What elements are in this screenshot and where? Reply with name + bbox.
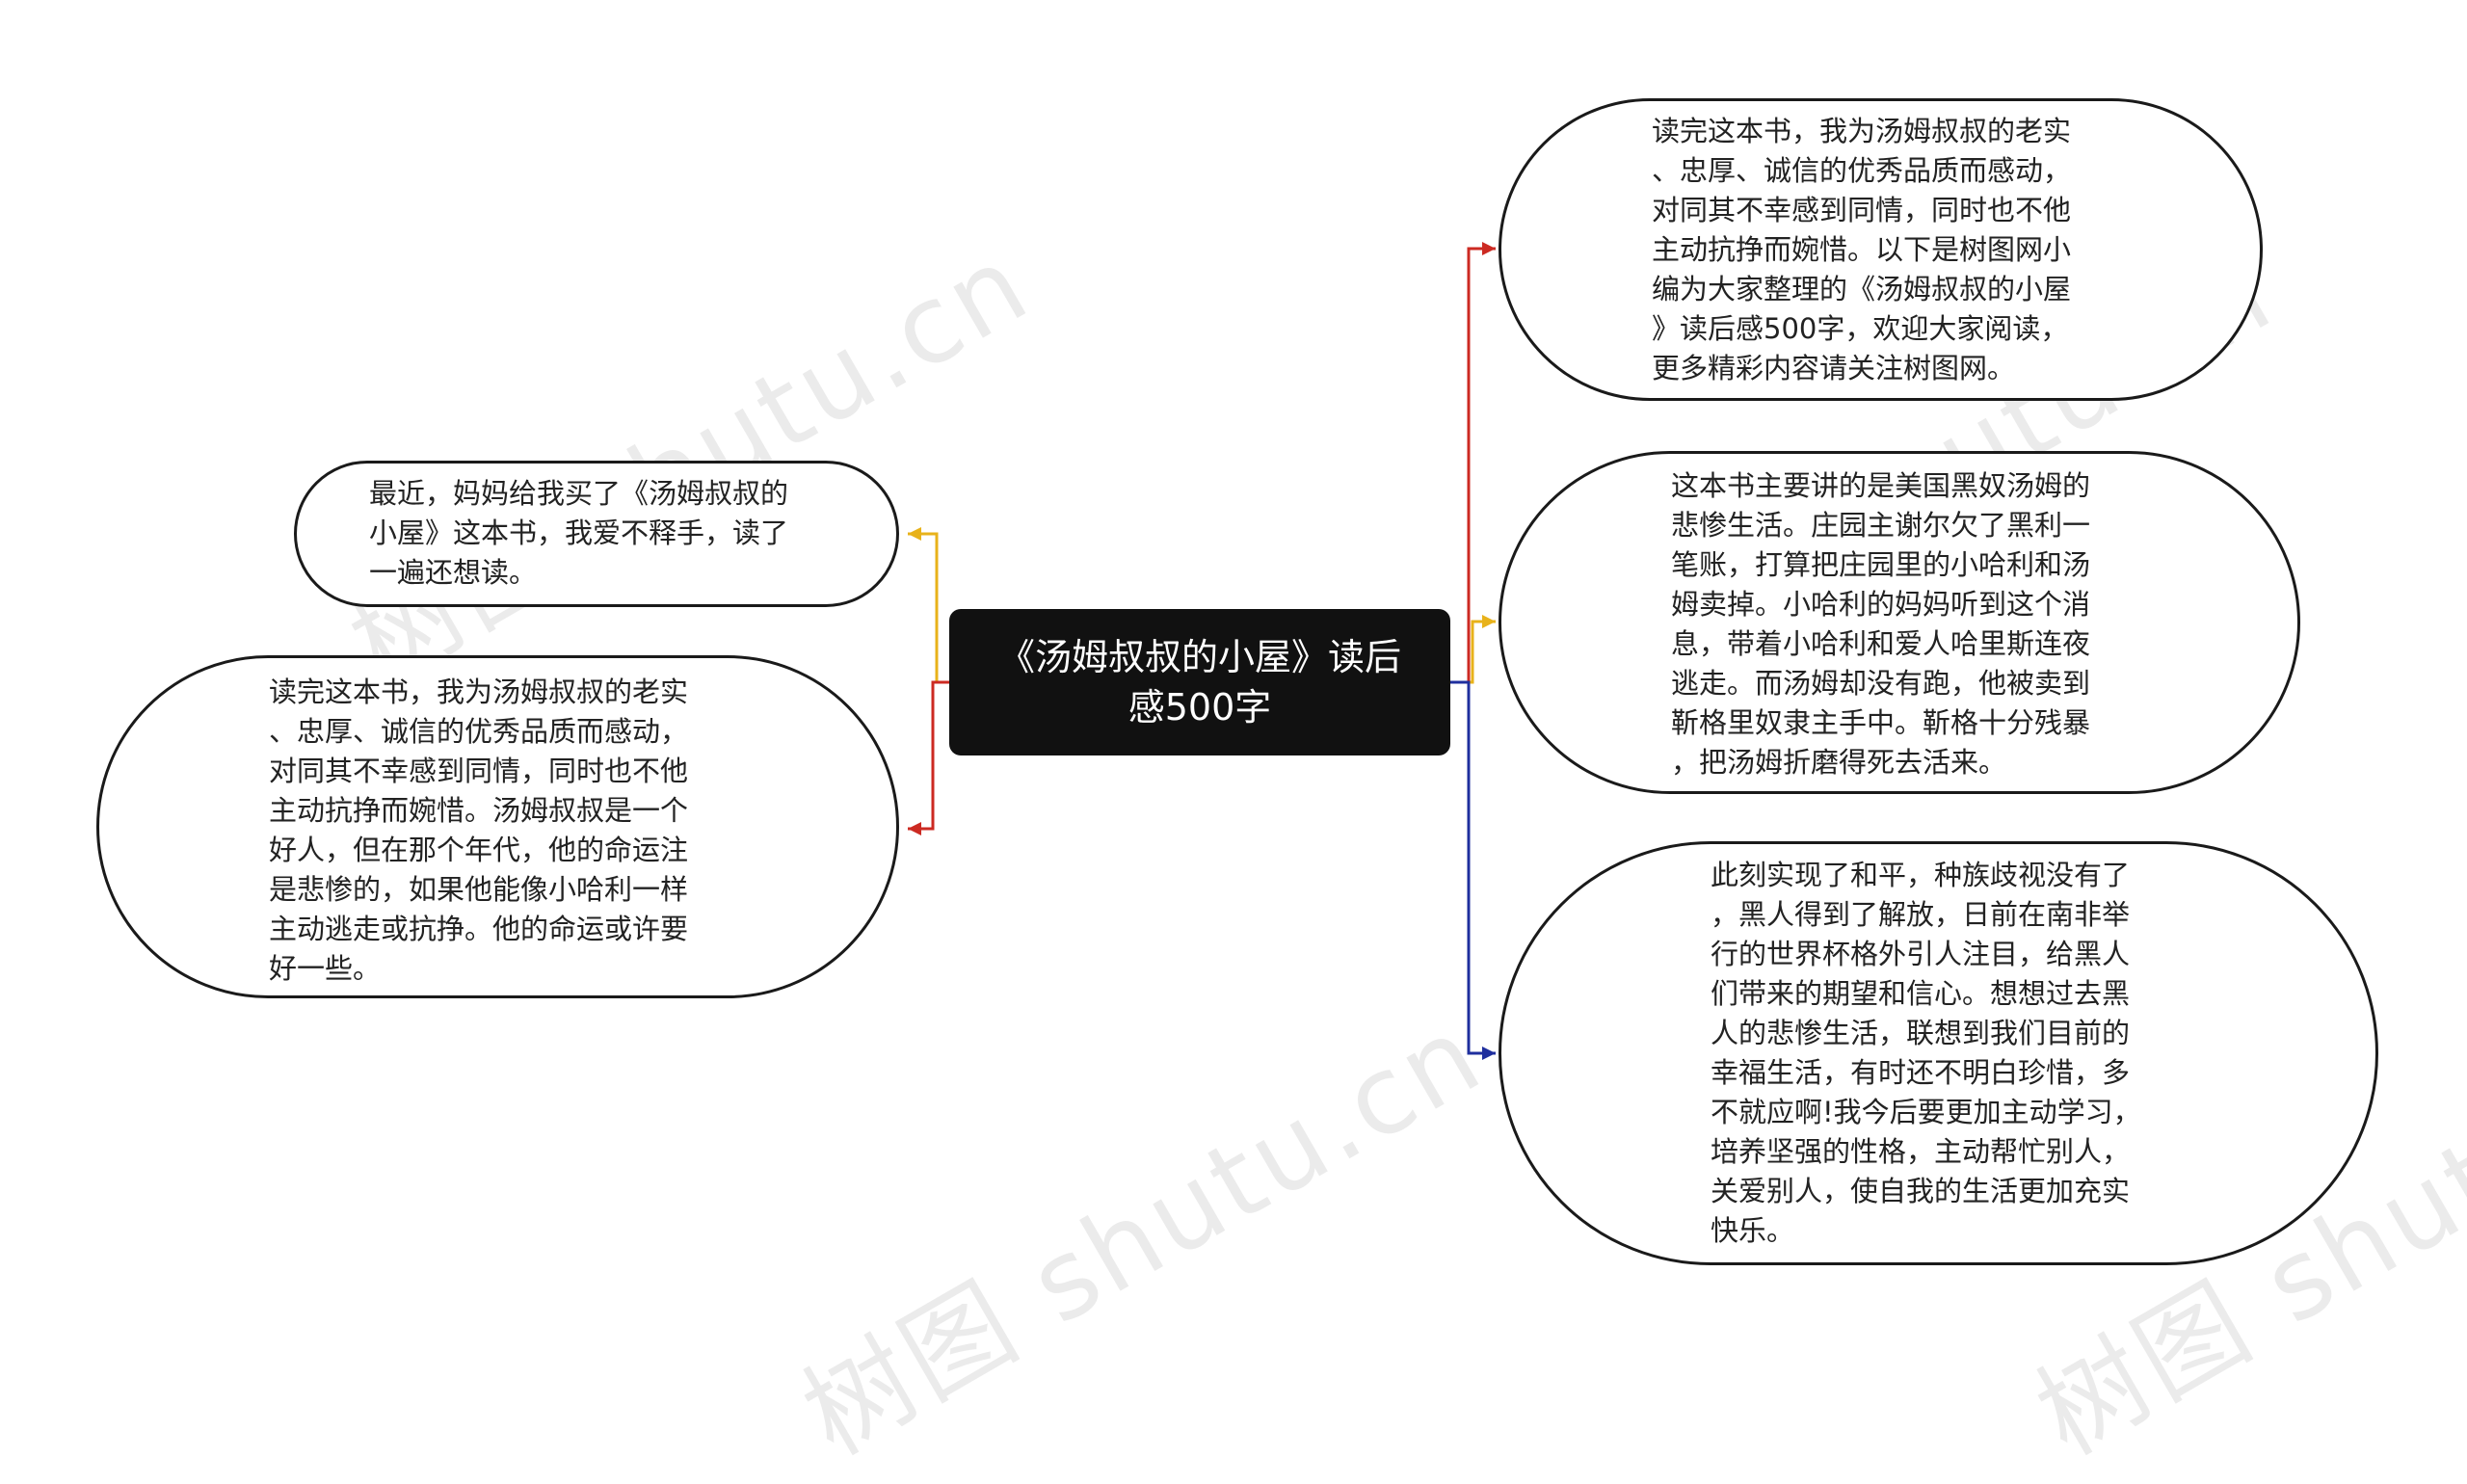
topic-right-summary[interactable] (1499, 98, 2263, 401)
connector-right-2-yellow (1450, 615, 1496, 684)
connector-left-2-red (908, 680, 949, 835)
topic-right-present[interactable] (1499, 841, 2378, 1265)
central-topic-label: 《汤姆叔叔的小屋》读后 感500字 (997, 636, 1401, 729)
mindmap-canvas: 树图 shutu.cn 树图 shutu.cn 树图 shutu.cn 树图 s… (96, 98, 2467, 1479)
topic-left-reflection-text: 读完这本书，我为汤姆叔叔的老实 、忠厚、诚信的优秀品质而感动， 对同其不幸感到同… (269, 676, 689, 985)
topic-left-intro-text: 最近，妈妈给我买了《汤姆叔叔的 小屋》这本书，我爱不释手，读了 一遍还想读。 (369, 477, 789, 589)
topic-left-intro[interactable] (294, 461, 899, 607)
branch-connectors (908, 242, 1496, 1060)
topic-right-summary-text: 读完这本书，我为汤姆叔叔的老实 、忠厚、诚信的优秀品质而感动， 对同其不幸感到同… (1652, 115, 2072, 384)
connector-left-1-yellow (908, 527, 949, 684)
central-topic[interactable]: 《汤姆叔叔的小屋》读后 感500字 (949, 609, 1450, 755)
topic-right-plot[interactable] (1499, 451, 2300, 794)
topic-right-present-text: 此刻实现了和平，种族歧视没有了 ，黑人得到了解放，日前在南非举 行的世界杯格外引… (1711, 859, 2141, 1247)
connector-right-3-blue (1450, 680, 1496, 1060)
topic-right-plot-text: 这本书主要讲的是美国黑奴汤姆的 悲惨生活。庄园主谢尔欠了黑利一 笔账，打算把庄园… (1671, 469, 2091, 779)
topic-left-reflection[interactable] (96, 655, 899, 998)
connector-right-1-red (1450, 242, 1496, 684)
